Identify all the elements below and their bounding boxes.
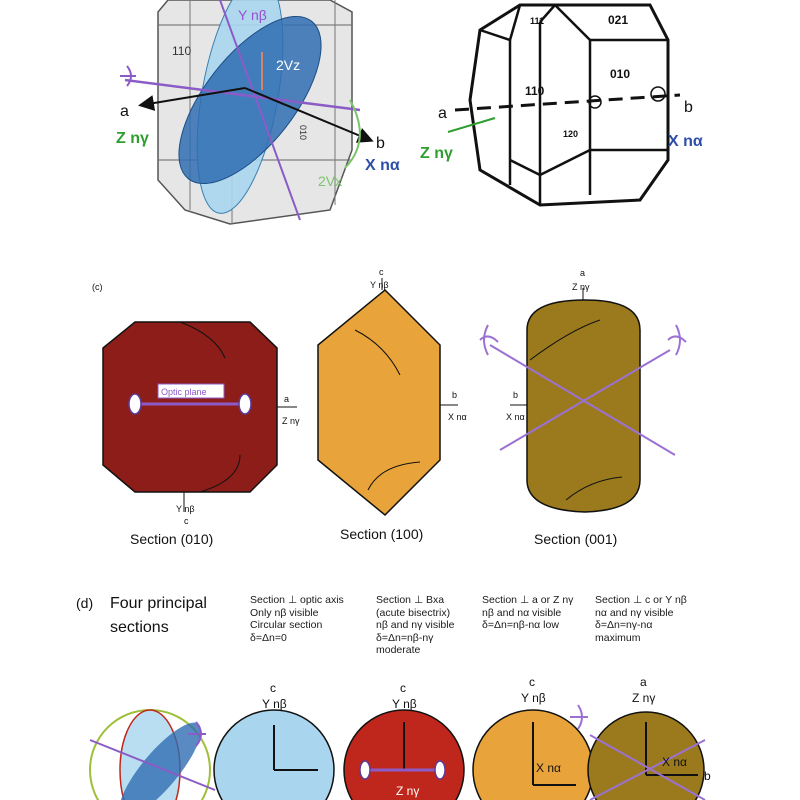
a-b-axis-dashed <box>454 93 681 112</box>
circle2-ind: Y nβ <box>392 697 417 711</box>
indicatrix-ellipse-dark <box>178 15 322 185</box>
a-axis-arrow <box>138 87 246 111</box>
circle4-right: X nα <box>662 755 687 769</box>
sec100-b-label: b <box>452 390 457 400</box>
circle4-axis: a <box>640 675 647 689</box>
optic-axis-symbol-right <box>650 86 666 102</box>
sec001-a-label: a <box>580 268 585 278</box>
principal-circle-4: a Z nγ X nα b <box>570 675 711 800</box>
sec100-y-label: Y nβ <box>370 280 389 290</box>
optic-axis-line <box>124 78 361 112</box>
sec010-caption: Section (010) <box>130 531 213 547</box>
optic-axis-dot-right <box>238 393 252 415</box>
sec010-y-label: Y nβ <box>176 504 195 514</box>
panel-d-title-1: Four principal <box>110 595 207 612</box>
circle4-right-axis: b <box>704 769 711 783</box>
sec001-optic-line-1 <box>489 344 676 456</box>
sec010-c-label: c <box>184 516 189 526</box>
description-4: Section ⊥ c or Y nβ nα and nγ visible δ=… <box>595 594 687 644</box>
face-021-label: 021 <box>608 13 628 27</box>
two-vx-label: 2Vx <box>318 173 342 189</box>
optic-axis-dot-left <box>128 393 142 415</box>
b-axis-label: b <box>684 99 693 116</box>
description-3: Section ⊥ a or Z nγ nβ and nα visible δ=… <box>482 594 574 631</box>
description-2: Section ⊥ Bxa (acute bisectrix) nβ and n… <box>376 594 455 656</box>
two-vz-label: 2Vz <box>276 57 300 73</box>
section-010: Optic plane a Z nγ Y nβ c Section (010) <box>102 321 300 547</box>
section-001-shape <box>526 299 641 513</box>
sec001-optic-symbol-right <box>667 324 687 356</box>
face-111-label: 111 <box>530 16 544 26</box>
sec001-z-label: Z nγ <box>572 282 590 292</box>
face-110-label: 110 <box>525 84 545 98</box>
sec100-caption: Section (100) <box>340 526 423 542</box>
circle2-bottom: Z nγ <box>396 784 419 798</box>
sec001-optic-symbol-left <box>479 324 499 356</box>
description-1: Section ⊥ optic axis Only nβ visible Cir… <box>250 594 344 644</box>
optic-plane-label-box <box>157 383 225 399</box>
circle4-ind: Z nγ <box>632 691 655 705</box>
optic-plane-label: Optic plane <box>161 387 207 397</box>
indicatrix-sketch <box>89 709 216 800</box>
sec100-c-label: c <box>379 267 384 277</box>
principal-circle-1: c Y nβ <box>213 681 335 800</box>
section-010-shape <box>102 321 278 493</box>
crystal-indicatrix-left: 110 010 Y nβ 2Vz 2Vx a Z nγ b X nα <box>116 0 400 225</box>
z-ngamma-label: Z nγ <box>420 145 453 162</box>
circle1-ind: Y nβ <box>262 697 287 711</box>
face-010-label: 010 <box>610 67 630 81</box>
principal-circle-3: c Y nβ X nα <box>472 675 594 800</box>
sec010-a-label: a <box>284 394 289 404</box>
sec100-x-label: X nα <box>448 412 467 422</box>
x-nalpha-label: X nα <box>365 157 400 174</box>
b-axis-label: b <box>376 135 385 152</box>
panel-c-letter: (c) <box>92 282 103 292</box>
sec001-x-label: X nα <box>506 412 525 422</box>
optic-axis-symbol-left <box>120 65 136 87</box>
z-axis-green <box>447 117 496 133</box>
face-120-label: 120 <box>563 129 578 139</box>
circle2-axis: c <box>400 681 406 695</box>
section-100-shape <box>317 288 441 517</box>
a-axis-label: a <box>120 103 129 120</box>
a-axis-label: a <box>438 105 447 122</box>
y-nbeta-label: Y nβ <box>238 7 267 23</box>
circle3-right: X nα <box>536 761 561 775</box>
b-axis-arrow <box>244 87 374 143</box>
panel-d-title-2: sections <box>110 619 169 636</box>
sec001-b-label: b <box>513 390 518 400</box>
y-axis-line <box>219 0 301 221</box>
circle1-axis: c <box>270 681 276 695</box>
panel-d-letter: (d) <box>76 595 93 611</box>
angle-2vx-arc <box>344 99 361 169</box>
circle3-axis: c <box>529 675 535 689</box>
crystal-outline <box>468 3 670 207</box>
face-110-label: 110 <box>172 44 191 58</box>
x-nalpha-label: X nα <box>668 133 703 150</box>
face-010-label: 010 <box>298 125 308 140</box>
optic-axis-symbol-center <box>588 95 602 109</box>
sec010-z-label: Z nγ <box>282 416 300 426</box>
z-ngamma-label: Z nγ <box>116 130 149 147</box>
section-100: c Y nβ b X nα Section (100) <box>317 267 467 542</box>
principal-circle-2: c Y nβ Z nγ <box>343 681 465 800</box>
sec001-caption: Section (001) <box>534 531 617 547</box>
circle3-ind: Y nβ <box>521 691 546 705</box>
sec001-optic-line-2 <box>499 349 671 451</box>
crystal-outline-right: 111 021 010 110 120 a Z nγ b X nα <box>420 3 703 207</box>
section-001: a Z nγ b X nα Section (001) <box>479 268 687 547</box>
